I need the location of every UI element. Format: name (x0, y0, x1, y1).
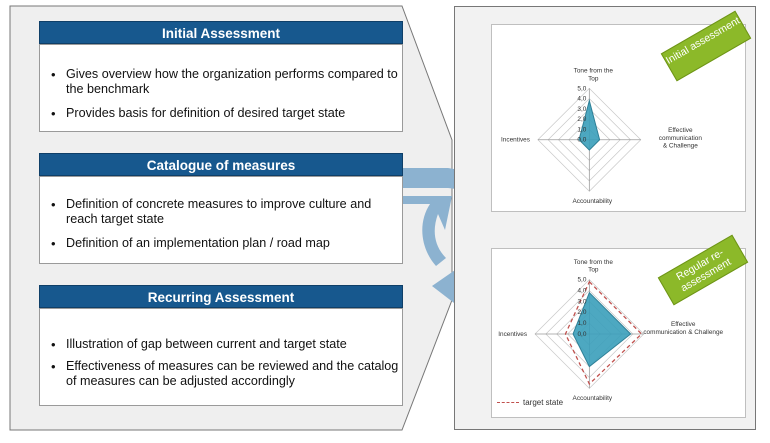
section-header-initial-assessment: Initial Assessment (39, 21, 403, 44)
target-state-series (564, 280, 643, 386)
axis-label-bottom: Accountability (573, 395, 613, 402)
legend-dashed-line (497, 402, 519, 404)
tick-label: 3,0 (577, 298, 586, 305)
tick-label: 0,0 (577, 331, 586, 338)
section-body-recurring-assessment: Illustration of gap between current and … (39, 308, 403, 406)
chart-legend: target state (497, 398, 563, 407)
tick-label: 2,0 (577, 309, 586, 316)
section-body-catalogue-of-measures: Definition of concrete measures to impro… (39, 176, 403, 264)
axis-label-bottom: Accountability (572, 198, 612, 205)
current-state-series (578, 98, 601, 151)
grid-ring (534, 279, 645, 389)
tick-label: 0,0 (577, 137, 586, 144)
section-header-recurring-assessment: Recurring Assessment (39, 285, 403, 308)
tick-label: 4,0 (577, 96, 586, 103)
tick-label: 1,0 (577, 126, 586, 133)
bullet-item: Definition of an implementation plan / r… (51, 236, 402, 251)
bullet-item: Provides basis for definition of desired… (51, 106, 402, 121)
tick-label: 3,0 (577, 106, 586, 113)
bullet-item: Illustration of gap between current and … (51, 337, 402, 352)
tick-label: 4,0 (577, 287, 586, 294)
section-header-catalogue-of-measures: Catalogue of measures (39, 153, 403, 176)
bullet-item: Effectiveness of measures can be reviewe… (51, 359, 402, 389)
axis-label-left: Incentives (498, 331, 527, 338)
tick-label: 2,0 (577, 116, 586, 123)
cycle-arrow-left (403, 196, 452, 266)
section-body-initial-assessment: Gives overview how the organization perf… (39, 44, 403, 132)
axis-label-left: Incentives (501, 137, 530, 144)
tick-label: 1,0 (577, 320, 586, 327)
bullet-item: Definition of concrete measures to impro… (51, 197, 402, 227)
bullet-item: Gives overview how the organization perf… (51, 67, 402, 97)
current-state-series (572, 291, 632, 368)
tick-label: 5,0 (577, 277, 586, 284)
legend-label: target state (523, 398, 564, 407)
tick-label: 5,0 (577, 85, 586, 92)
